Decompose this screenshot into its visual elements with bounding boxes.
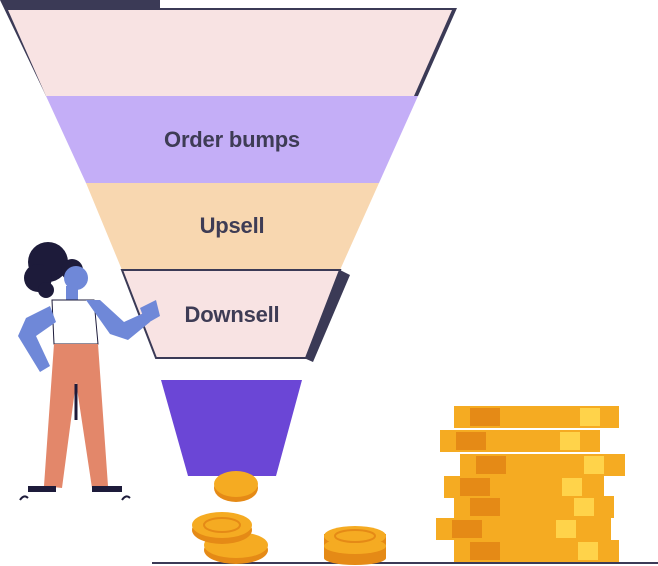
funnel-spout (161, 380, 302, 476)
funnel-stage-upsell (86, 183, 379, 270)
funnel-stage-downsell (120, 269, 342, 359)
funnel-stage-order-bumps (46, 96, 418, 183)
person-figure (18, 242, 160, 501)
coin-stack-small (324, 526, 386, 565)
coin-pile-left (192, 512, 268, 564)
funnel-label-upsell: Upsell (199, 213, 265, 238)
funnel-label-order-bumps: Order bumps (164, 127, 300, 152)
funnel-stage-top (8, 10, 452, 96)
coin-stack-large (436, 406, 625, 562)
falling-coin (214, 471, 258, 502)
funnel-stage-downsell-shadow (304, 270, 350, 362)
funnel-label-downsell: Downsell (184, 302, 280, 327)
